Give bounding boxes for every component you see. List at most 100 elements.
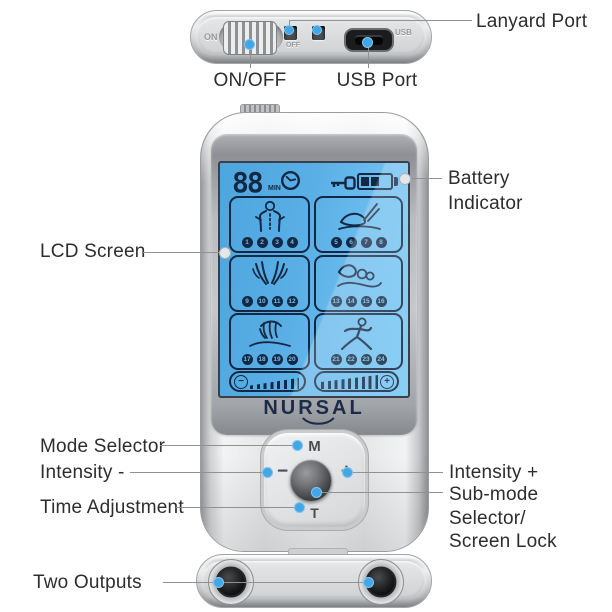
intensity-plus-label: Intensity + <box>449 462 539 483</box>
lanyard-hole-marker-dot <box>312 25 322 35</box>
mode-number: 13 <box>330 296 342 307</box>
timer-value: 88 <box>232 166 264 199</box>
timer-unit: MIN <box>268 185 281 192</box>
embossed-off-label: OFF <box>286 42 300 49</box>
battery-bar-empty <box>381 177 389 186</box>
mode-cell-exercise: 21 22 23 24 <box>314 313 403 370</box>
mode-number: 17 <box>241 354 253 365</box>
mode-cell-acupuncture: 5 6 7 8 <box>314 196 403 253</box>
mode-number: 14 <box>345 296 357 307</box>
usb-port-label: USB Port <box>336 70 418 91</box>
control-pad: M − + T <box>264 433 365 527</box>
embossed-usb-label: USB <box>395 28 412 37</box>
lanyard-port-label: Lanyard Port <box>476 11 588 32</box>
sub-mode-selector-button <box>290 460 332 502</box>
mode-number: 5 <box>330 237 342 248</box>
lcd-screen-label: LCD Screen <box>40 241 146 262</box>
mode-number: 1 <box>241 237 253 248</box>
mode-number: 22 <box>345 354 357 365</box>
sub-mode-marker-dot <box>311 487 322 498</box>
intensity-minus-callout-line <box>130 472 268 473</box>
lanyard-callout-line <box>289 20 472 21</box>
mode-number: 6 <box>345 237 357 248</box>
time-marker-dot <box>294 502 305 513</box>
mode-number: 19 <box>271 354 283 365</box>
back-massage-icon <box>254 200 285 232</box>
mode-number: 24 <box>375 354 387 365</box>
sub-mode-label: Sub-mode Selector/ Screen Lock <box>449 483 557 554</box>
intensity-bars-high <box>321 375 378 389</box>
output-marker-dot <box>363 577 374 588</box>
time-adjustment-label: Time Adjustment <box>40 497 184 518</box>
mode-numbers: 13 14 15 16 <box>316 296 401 307</box>
sub-mode-line1: Sub-mode <box>449 484 539 505</box>
mode-numbers: 21 22 23 24 <box>316 354 401 365</box>
mode-number: 16 <box>375 296 387 307</box>
time-callout-line <box>176 507 302 508</box>
mode-number: 11 <box>271 296 283 307</box>
lcd-marker-ring <box>219 247 231 259</box>
mode-number: 4 <box>286 237 298 248</box>
usb-marker-dot <box>362 37 373 48</box>
battery-bar <box>361 177 369 186</box>
two-outputs-label: Two Outputs <box>33 572 142 593</box>
output-marker-dot <box>213 577 224 588</box>
mode-number: 2 <box>256 237 268 248</box>
mode-selector-label: Mode Selector <box>40 436 166 457</box>
sub-mode-line2: Selector/ <box>449 507 526 529</box>
scraping-hand-icon <box>248 320 291 347</box>
mode-numbers: 9 10 11 12 <box>231 296 308 307</box>
acupuncture-icon <box>337 203 381 230</box>
lcd-screen: 88 MIN <box>218 161 410 398</box>
outputs-callout-line <box>163 582 370 583</box>
sub-mode-callout-line <box>321 492 443 493</box>
mode-cell-rolling: 13 14 15 16 <box>314 255 403 312</box>
embossed-on-label: ON <box>204 32 218 42</box>
intensity-minus-button: − <box>277 461 289 482</box>
lanyard-hole-marker-dot <box>284 25 294 35</box>
mode-numbers: 5 6 7 8 <box>316 237 401 248</box>
mode-number: 23 <box>360 354 372 365</box>
lcd-callout-line <box>143 252 223 253</box>
mode-number: 21 <box>330 354 342 365</box>
mode-callout-line <box>160 445 298 446</box>
rolling-balls-icon <box>336 264 382 288</box>
time-button: T <box>310 505 319 521</box>
kneading-hands-icon <box>251 261 288 285</box>
battery-icon <box>357 173 393 190</box>
exercise-figure-icon <box>340 317 372 351</box>
mode-cell-scraping: 17 18 19 20 <box>229 313 310 370</box>
device-top-view: ON OFF USB <box>190 10 432 64</box>
mode-number: 9 <box>241 296 253 307</box>
intensity-minus-label: Intensity - <box>40 462 125 483</box>
battery-callout-line <box>408 178 442 179</box>
mode-number: 7 <box>360 237 372 248</box>
mode-number: 20 <box>286 354 298 365</box>
mode-marker-dot <box>292 440 303 451</box>
mode-number: 10 <box>256 296 268 307</box>
intensity-minus-icon: − <box>234 374 248 389</box>
onoff-callout-line <box>250 44 251 68</box>
battery-indicator-label: Battery Indicator <box>448 166 523 216</box>
mode-number: 3 <box>271 237 283 248</box>
battery-indicator-line1: Battery <box>448 168 510 189</box>
mode-numbers: 17 18 19 20 <box>231 354 308 365</box>
brand-logo-smile <box>302 417 335 425</box>
mode-number: 15 <box>360 296 372 307</box>
battery-bar <box>371 177 379 186</box>
screen-bezel-panel: 88 MIN <box>211 134 417 435</box>
mode-numbers: 1 2 3 4 <box>231 237 308 248</box>
intensity-plus-marker-dot <box>342 467 353 478</box>
sub-mode-line3: Screen Lock <box>449 531 557 552</box>
mode-cell-kneading: 9 10 11 12 <box>229 255 310 312</box>
mode-number: 8 <box>375 237 387 248</box>
on-off-label: ON/OFF <box>213 70 287 91</box>
usb-callout-line <box>368 42 369 68</box>
mode-button: M <box>308 438 321 455</box>
mode-cell-back-massage: 1 2 3 4 <box>229 196 310 253</box>
battery-marker-ring <box>399 173 411 185</box>
intensity-minus-marker-dot <box>262 467 273 478</box>
onoff-marker-dot <box>244 39 255 50</box>
battery-nub <box>394 176 398 186</box>
